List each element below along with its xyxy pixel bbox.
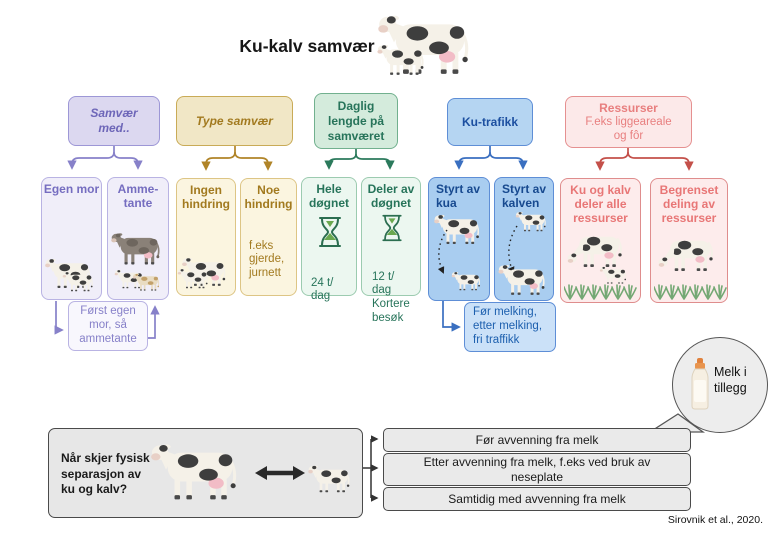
box-hele-dognet: Hele døgnet 24 t/ dag bbox=[301, 177, 357, 302]
calf-icon bbox=[132, 272, 164, 293]
box-deler-av-dognet: Deler av døgnet 12 t/ dag Kortere besøk bbox=[361, 177, 421, 324]
calf-icon bbox=[307, 463, 357, 496]
grass-icon bbox=[563, 283, 640, 300]
box-noe-hindring: Noe hindring f.eks gjerde, jurnett bbox=[240, 178, 297, 296]
grass-icon bbox=[653, 283, 730, 300]
header-ku-trafikk: Ku-trafikk bbox=[447, 98, 533, 146]
calf-icon bbox=[177, 267, 213, 291]
header-ressurser: Ressurser F.eks liggeareale og fôr bbox=[565, 96, 692, 148]
box-styrt-av-kua: Styrt av kua bbox=[428, 177, 490, 301]
calf-icon bbox=[515, 210, 551, 234]
milk-bottle-icon bbox=[690, 358, 710, 410]
cow-icon bbox=[149, 439, 251, 507]
calf-icon bbox=[451, 270, 485, 293]
option-etter-avvenning: Etter avvenning fra melk, f.eks ved bruk… bbox=[383, 453, 691, 486]
header-daglig-lengde: Daglig lengde på samværet bbox=[314, 93, 398, 149]
note-melking: Før melking, etter melking, fri traffikk bbox=[464, 302, 556, 352]
page-title: Ku-kalv samvær bbox=[239, 36, 375, 56]
calf-icon bbox=[62, 270, 98, 294]
double-arrow-icon bbox=[255, 465, 305, 481]
calf-icon bbox=[114, 268, 148, 291]
gray-cow-icon bbox=[110, 230, 168, 269]
cow-icon bbox=[497, 262, 553, 299]
header-type-samvaer: Type samvær bbox=[176, 96, 293, 146]
grazing-cow-icon bbox=[565, 229, 631, 273]
separation-question: Når skjer fysisk separasjon av ku og kal… bbox=[61, 451, 150, 497]
dashed-arrow-icon bbox=[431, 226, 457, 280]
box-ingen-hindring: Ingen hindring bbox=[176, 178, 236, 296]
cow-icon bbox=[433, 212, 487, 248]
box-begrenset-deling: Begrenset deling av ressurser bbox=[650, 178, 728, 303]
grazing-cow-icon bbox=[656, 233, 722, 277]
title-cow-calf-icon bbox=[374, 6, 484, 90]
milk-bubble-label: Melk i tillegg bbox=[714, 365, 747, 395]
milk-bubble: Melk i tillegg bbox=[672, 337, 768, 433]
hourglass-icon bbox=[317, 216, 343, 248]
note-forst-egen-mor: Først egen mor, så ammetante bbox=[68, 301, 148, 351]
box-egen-mor: Egen mor bbox=[41, 177, 102, 300]
option-samtidig: Samtidig med avvenning fra melk bbox=[383, 487, 691, 511]
box-ammetante: Amme- tante bbox=[107, 177, 169, 300]
box-styrt-av-kalven: Styrt av kalven bbox=[494, 177, 554, 301]
cow-icon bbox=[181, 255, 233, 290]
option-for-avvenning: Før avvenning fra melk bbox=[383, 428, 691, 452]
box-ku-kalv-deler: Ku og kalv deler alle ressurser bbox=[560, 178, 641, 303]
header-samvaer-med: Samvær med.. bbox=[68, 96, 160, 146]
citation: Sirovnik et al., 2020. bbox=[667, 514, 763, 526]
calf-icon bbox=[599, 265, 631, 286]
separation-question-box: Når skjer fysisk separasjon av ku og kal… bbox=[48, 428, 363, 518]
hourglass-icon bbox=[380, 214, 404, 242]
